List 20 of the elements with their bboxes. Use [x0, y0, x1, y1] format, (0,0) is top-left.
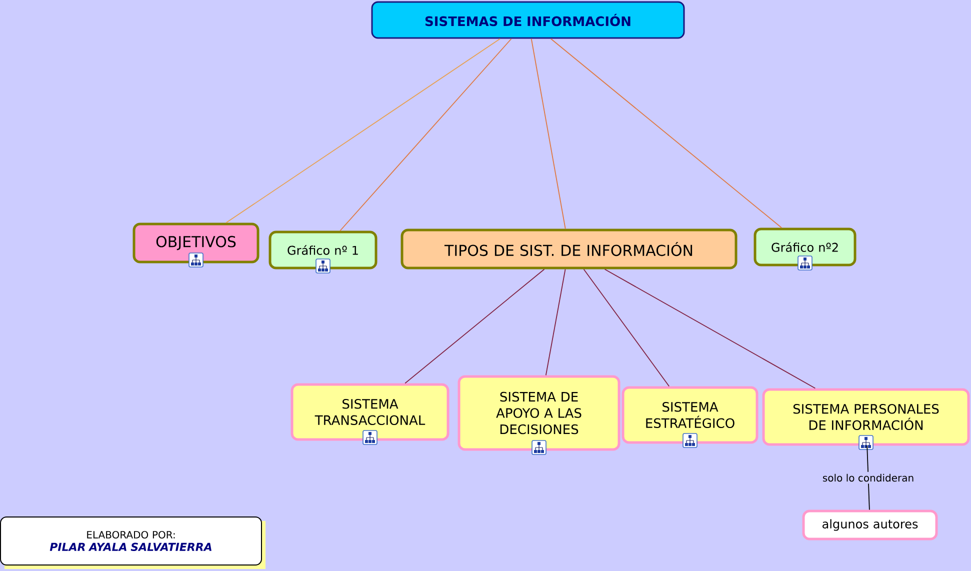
connector-line [550, 38, 782, 228]
concept-box: SISTEMA PERSONALES DE INFORMACIÓN [762, 388, 970, 446]
concept-box: algunos autores [802, 510, 938, 540]
concept-box: TIPOS DE SIST. DE INFORMACIÓN [400, 228, 738, 270]
concept-box: Gráfico nº2 [754, 228, 856, 266]
concept-box: Gráfico nº 1 [268, 230, 378, 270]
connector-line [226, 38, 501, 224]
concept-box: SISTEMA DE APOYO A LAS DECISIONES [458, 375, 620, 451]
credit-box: ELABORADO POR: PILAR AYALA SALVATIERRA [0, 516, 266, 569]
connector-line [530, 38, 566, 230]
concept-box: OBJETIVOS [132, 222, 260, 264]
concept-box: SISTEMA ESTRATÉGICO [622, 386, 758, 444]
connector-line [545, 268, 566, 376]
connector-line [340, 38, 512, 232]
connector-line [604, 268, 816, 389]
connector-line [404, 268, 545, 384]
edge-label: solo lo condideran [820, 472, 916, 484]
title-box: SISTEMAS DE INFORMACIÓN [371, 1, 685, 39]
connector-line [583, 268, 670, 387]
concept-box: SISTEMA TRANSACCIONAL [290, 383, 450, 441]
